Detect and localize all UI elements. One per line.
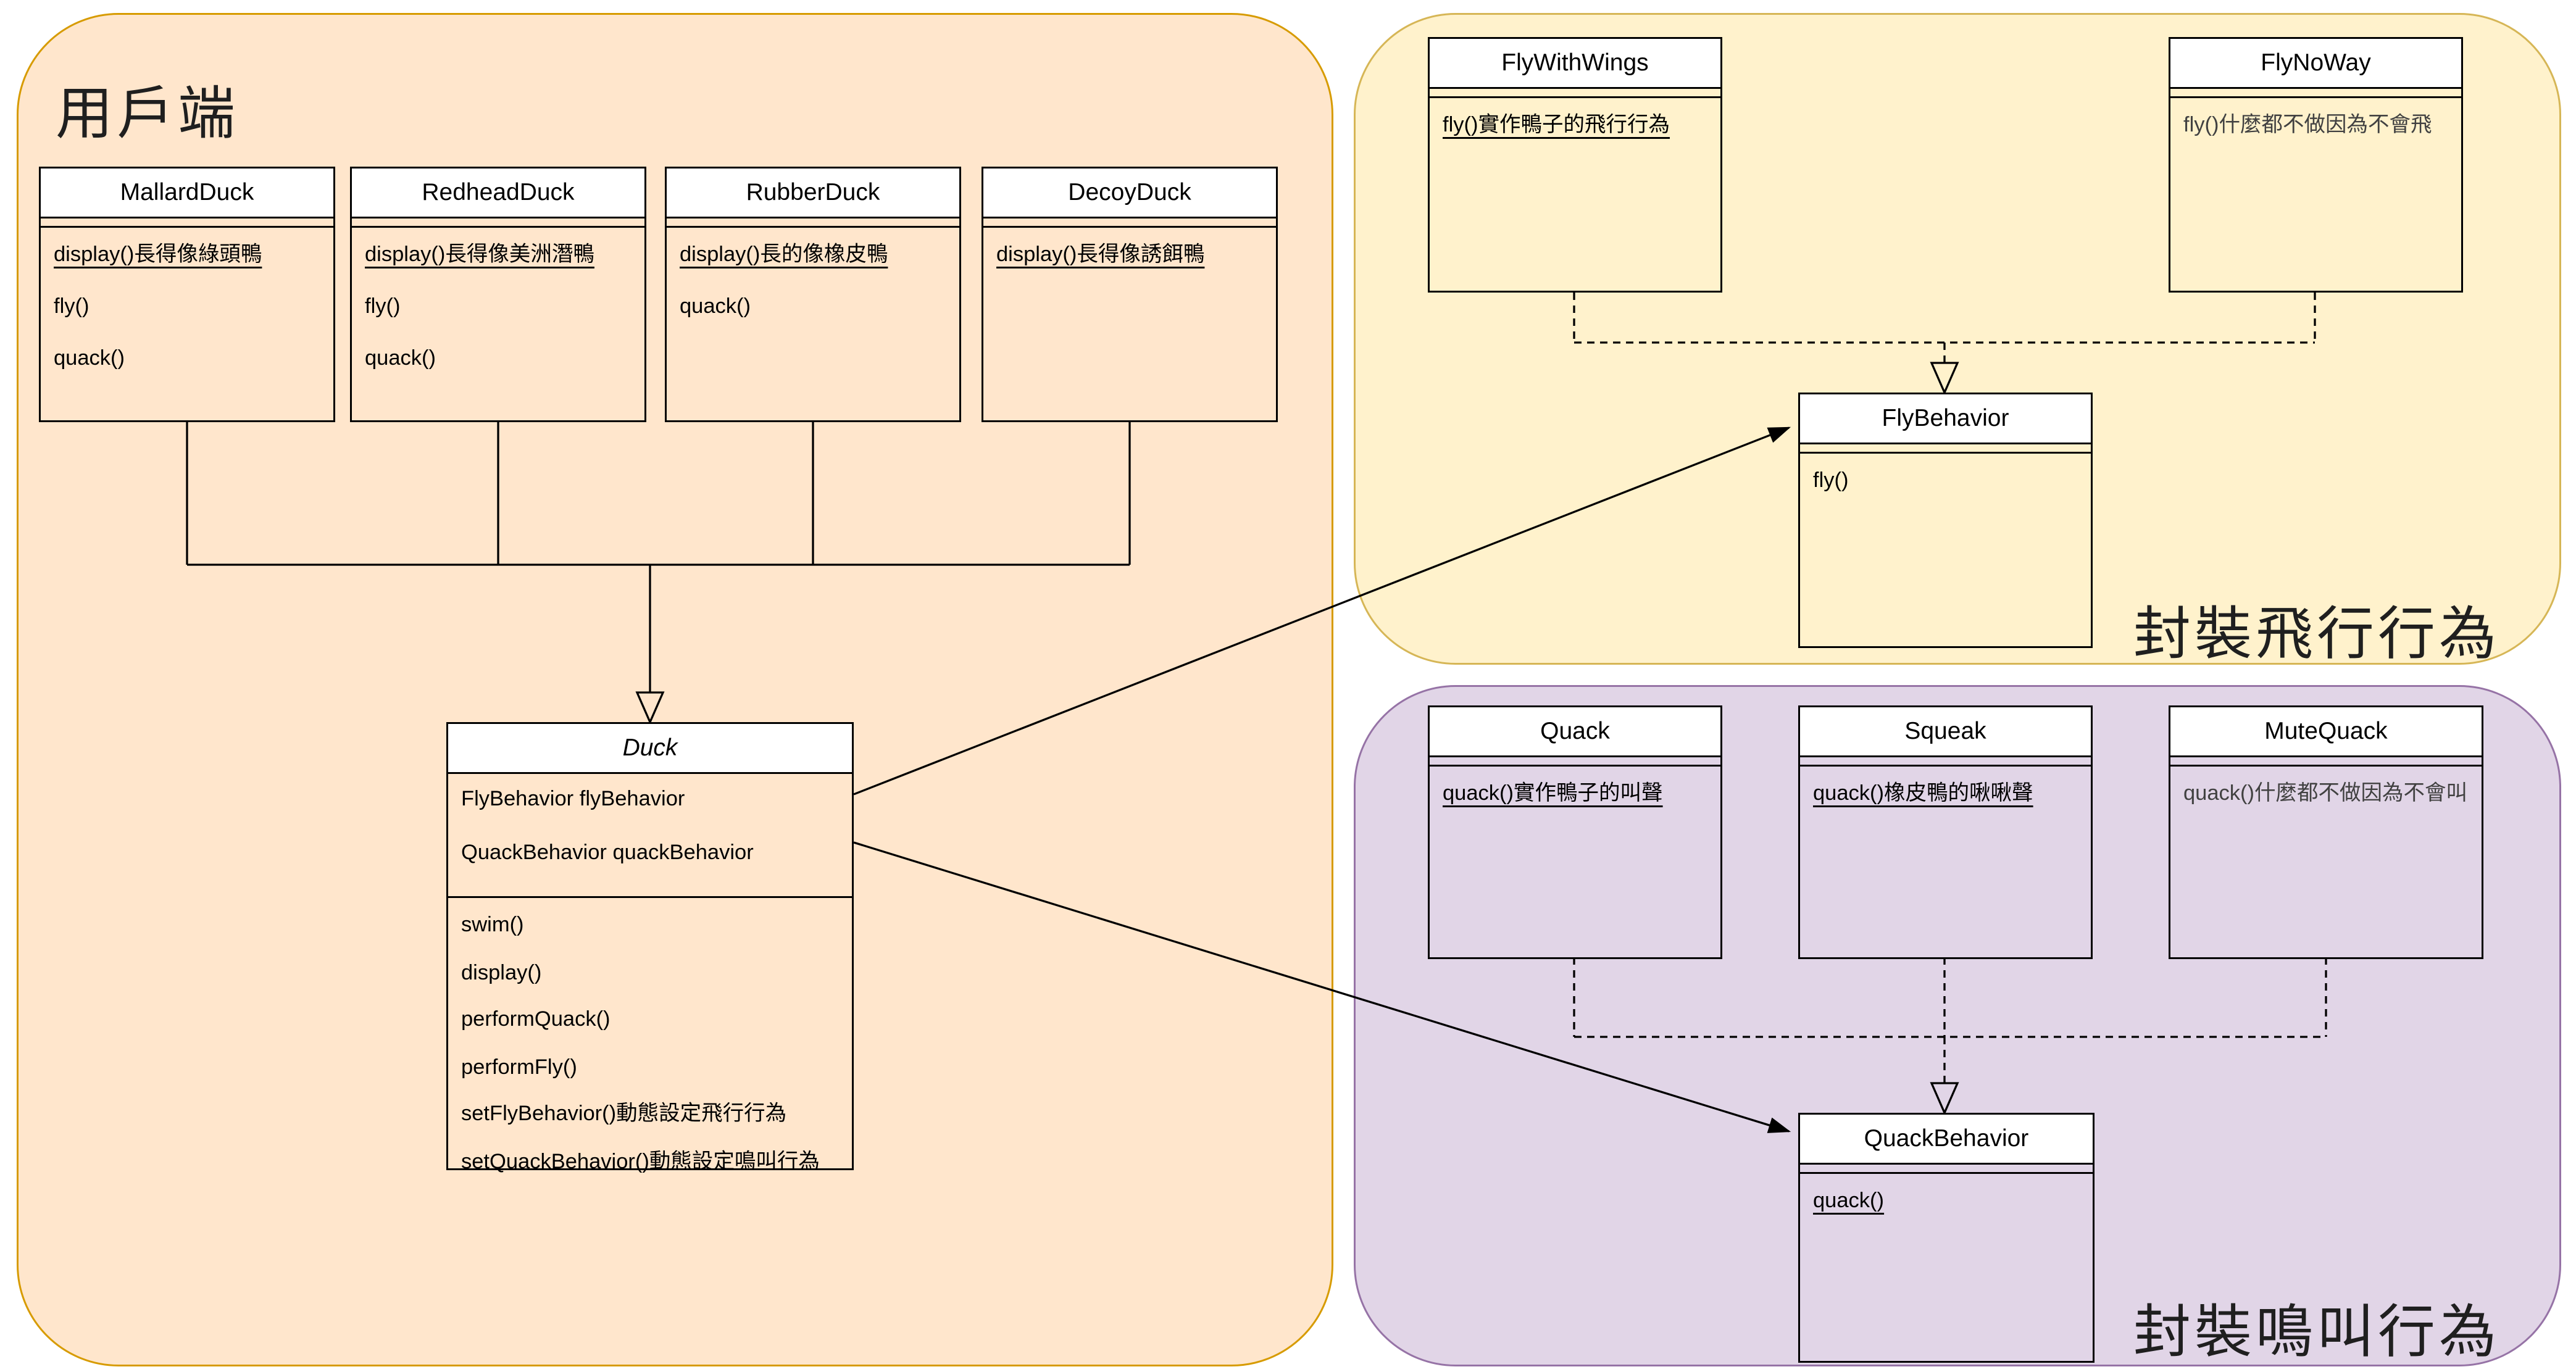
class-member: quack()	[365, 348, 436, 370]
attribute-compartment: FlyBehavior flyBehavior QuackBehavior qu…	[448, 774, 852, 898]
class-member: setFlyBehavior()動態設定飛行行為	[461, 1104, 787, 1126]
class-member: display()長得像美洲潛鴨	[365, 244, 594, 267]
class-box-decoyduck: DecoyDuck display()長得像誘餌鴨	[982, 167, 1278, 422]
attribute-compartment	[1800, 757, 2091, 767]
class-box-flybehavior: FlyBehavior fly()	[1798, 393, 2093, 648]
class-box-squeak: Squeak quack()橡皮鴨的啾啾聲	[1798, 705, 2093, 959]
method-compartment: display()長的像橡皮鴨 quack()	[667, 228, 959, 320]
class-box-rubberduck: RubberDuck display()長的像橡皮鴨 quack()	[665, 167, 961, 422]
attribute-compartment	[983, 218, 1276, 228]
class-member: quack()	[1813, 1191, 1885, 1213]
method-compartment: quack()實作鴨子的叫聲	[1430, 767, 1720, 807]
class-title: FlyNoWay	[2170, 39, 2461, 89]
method-compartment: swim() display() performQuack() performF…	[448, 898, 852, 1175]
class-member: display()	[461, 962, 542, 984]
method-compartment: display()長得像綠頭鴨 fly() quack()	[41, 228, 333, 372]
class-title: RedheadDuck	[352, 168, 644, 218]
class-member: swim()	[461, 915, 524, 937]
class-member: fly()	[365, 296, 401, 318]
attribute-compartment	[1430, 757, 1720, 767]
class-member: quack()橡皮鴨的啾啾聲	[1813, 783, 2033, 805]
class-title: FlyWithWings	[1430, 39, 1720, 89]
method-compartment: fly()	[1800, 454, 2091, 494]
class-title: Squeak	[1800, 707, 2091, 757]
class-member: display()長得像誘餌鴨	[996, 244, 1205, 267]
method-compartment: display()長得像美洲潛鴨 fly() quack()	[352, 228, 644, 372]
class-member: fly()實作鴨子的飛行行為	[1443, 115, 1670, 137]
attribute-compartment	[1800, 1165, 2093, 1174]
class-title: FlyBehavior	[1800, 394, 2091, 444]
attribute-compartment	[41, 218, 333, 228]
class-title: MuteQuack	[2170, 707, 2482, 757]
class-box-quack: Quack quack()實作鴨子的叫聲	[1428, 705, 1722, 959]
class-member: display()長的像橡皮鴨	[680, 244, 888, 267]
class-box-mallardduck: MallardDuck display()長得像綠頭鴨 fly() quack(…	[39, 167, 335, 422]
class-box-flynoway: FlyNoWay fly()什麼都不做因為不會飛	[2169, 37, 2463, 293]
attribute-compartment	[2170, 89, 2461, 98]
method-compartment: quack()	[1800, 1174, 2093, 1215]
class-member: fly()	[1813, 470, 1849, 493]
method-compartment: quack()橡皮鴨的啾啾聲	[1800, 767, 2091, 807]
class-box-mutequack: MuteQuack quack()什麼都不做因為不會叫	[2169, 705, 2483, 959]
attribute-compartment	[352, 218, 644, 228]
class-member: performFly()	[461, 1056, 577, 1079]
class-box-duck: Duck FlyBehavior flyBehavior QuackBehavi…	[446, 722, 854, 1173]
class-title: Quack	[1430, 707, 1720, 757]
quack-region-label: 封裝鳴叫行為	[2133, 1300, 2500, 1365]
class-title: QuackBehavior	[1800, 1115, 2093, 1165]
class-title: Duck	[448, 724, 852, 774]
fly-region-label: 封裝飛行行為	[2133, 602, 2500, 667]
method-compartment: display()長得像誘餌鴨	[983, 228, 1276, 268]
class-title: RubberDuck	[667, 168, 959, 218]
class-member: setQuackBehavior()動態設定鳴叫行為	[461, 1150, 820, 1173]
class-attribute: FlyBehavior flyBehavior	[461, 789, 685, 811]
method-compartment: quack()什麼都不做因為不會叫	[2170, 767, 2482, 807]
method-compartment: fly()實作鴨子的飛行行為	[1430, 98, 1720, 139]
class-member: performQuack()	[461, 1009, 611, 1031]
class-box-redheadduck: RedheadDuck display()長得像美洲潛鴨 fly() quack…	[350, 167, 646, 422]
attribute-compartment	[1800, 444, 2091, 454]
class-member: quack()實作鴨子的叫聲	[1443, 783, 1663, 805]
class-member: quack()	[54, 348, 125, 370]
class-box-quackbehavior: QuackBehavior quack()	[1798, 1113, 2095, 1363]
class-attribute: QuackBehavior quackBehavior	[461, 842, 754, 865]
client-region-label: 用戶端	[56, 81, 239, 146]
attribute-compartment	[1430, 89, 1720, 98]
class-member: fly()	[54, 296, 90, 318]
class-member: fly()什麼都不做因為不會飛	[2183, 115, 2432, 137]
method-compartment: fly()什麼都不做因為不會飛	[2170, 98, 2461, 139]
class-member: display()長得像綠頭鴨	[54, 244, 262, 267]
class-box-flywithwings: FlyWithWings fly()實作鴨子的飛行行為	[1428, 37, 1722, 293]
attribute-compartment	[2170, 757, 2482, 767]
class-title: MallardDuck	[41, 168, 333, 218]
class-member: quack()什麼都不做因為不會叫	[2183, 783, 2468, 805]
class-member: quack()	[680, 296, 751, 318]
attribute-compartment	[667, 218, 959, 228]
class-title: DecoyDuck	[983, 168, 1276, 218]
